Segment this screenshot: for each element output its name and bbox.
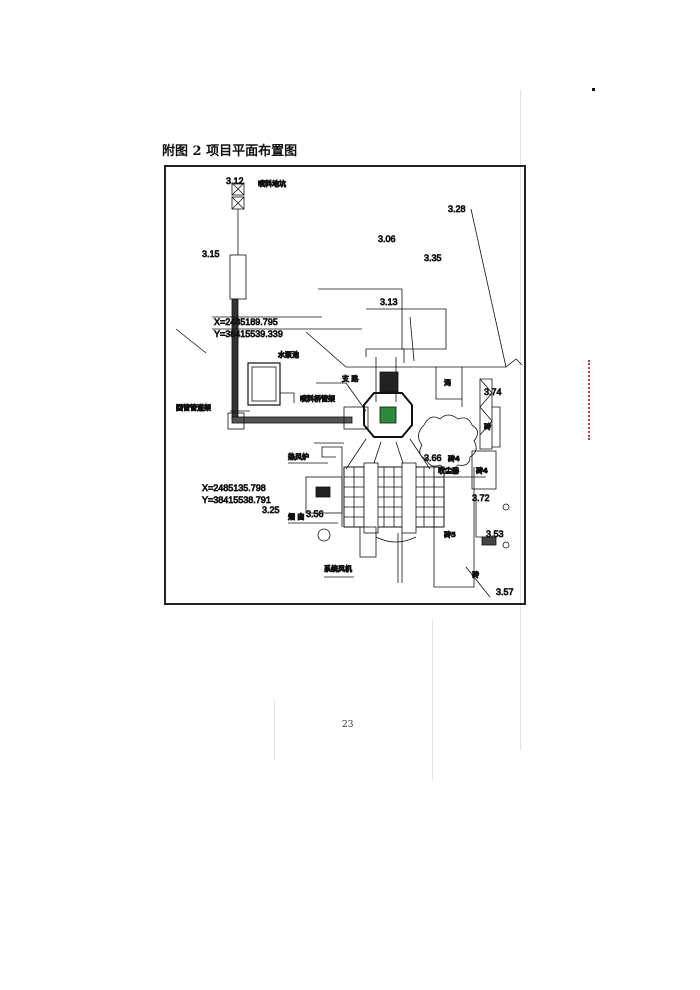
elevation-label: 3.53 — [486, 529, 504, 539]
scan-fold-line — [520, 90, 521, 750]
elevation-label: 3.66 — [424, 453, 442, 463]
dust-collector-label: 收尘器 — [438, 466, 460, 475]
chimney-label: 烟 囱 — [288, 512, 304, 521]
building-label: 砖 — [484, 422, 491, 431]
system-fan-label: 系统风机 — [324, 564, 352, 573]
hot-blast-stove-label: 热风炉 — [288, 452, 309, 461]
spray-pit-shape — [229, 182, 247, 420]
elevation-label: 3.72 — [472, 493, 490, 503]
spray-rack-label: 喷料桥管架 — [300, 394, 335, 403]
elevation-label: 3.13 — [380, 297, 398, 307]
building-label: 砖4 — [448, 454, 460, 463]
elevation-label: 3.57 — [496, 587, 514, 597]
scan-fold-line — [432, 620, 433, 780]
elevation-label: 3.15 — [202, 249, 220, 259]
pipe-rack-label: 回管管道架 — [176, 403, 211, 412]
coordinate-x-2: X=2485135.798 — [202, 483, 266, 493]
main-facility-shape — [305, 357, 445, 583]
elevation-label: 3.25 — [262, 505, 280, 515]
building-label: 渴 — [444, 378, 451, 387]
scan-fold-line — [274, 700, 275, 760]
coordinate-x-1: X=2485189.795 — [214, 317, 278, 327]
elevation-label: 3.35 — [424, 253, 442, 263]
page-number: 23 — [342, 720, 354, 730]
pump-pool-label: 水泵池 — [278, 350, 299, 359]
spray-pit-label: 喷料地坑 — [258, 179, 286, 188]
elevation-label: 3.56 — [306, 509, 324, 519]
elevation-label: 3.06 — [378, 234, 396, 244]
coordinate-y-1: Y=38415539.339 — [214, 329, 283, 339]
scan-edge-marks — [588, 360, 594, 440]
site-layout-diagram: 3.12 3.15 3.06 3.28 3.35 3.13 3.74 3.66 … — [164, 165, 526, 605]
scan-speck — [592, 88, 595, 91]
building-label: 砖 — [472, 570, 479, 579]
figure-title: 附图 2 项目平面布置图 — [162, 144, 298, 159]
building-label: 砖4 — [476, 466, 488, 475]
building-label: 砖5 — [444, 530, 456, 539]
elevation-label: 3.74 — [484, 387, 502, 397]
coordinate-y-2: Y=38415538.791 — [202, 495, 271, 505]
elevation-label: 3.28 — [448, 204, 466, 214]
branch-road-label: 支 路 — [341, 374, 359, 383]
elevation-label: 3.12 — [226, 176, 244, 186]
